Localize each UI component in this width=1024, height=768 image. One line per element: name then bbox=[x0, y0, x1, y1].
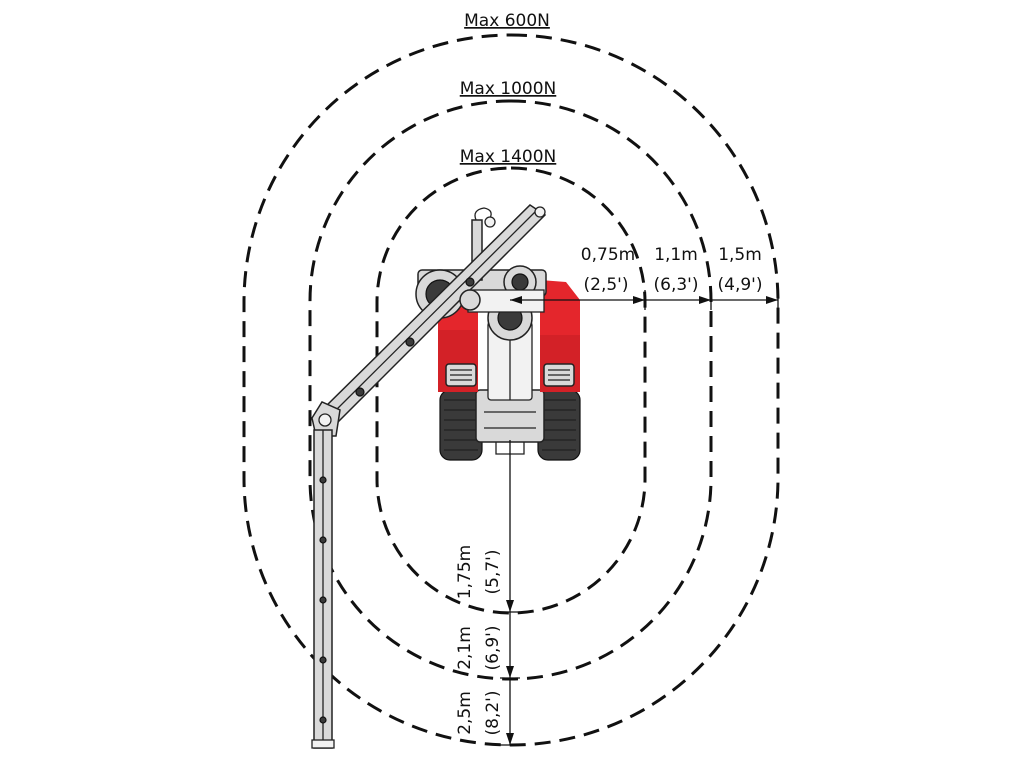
zone-600n-label: Max 600N bbox=[464, 11, 550, 31]
rear-dim-1-metric: 1,75m bbox=[455, 545, 475, 599]
side-dimension-lines bbox=[510, 290, 779, 310]
zone-1400n-outline bbox=[375, 166, 647, 615]
side-dim-1-metric: 0,75m bbox=[581, 245, 635, 265]
rear-dim-3-metric: 2,5m bbox=[455, 691, 475, 735]
side-dim-3-metric: 1,5m bbox=[718, 245, 762, 265]
rear-dimension-lines bbox=[500, 440, 520, 746]
rear-dim-1-imperial: (5,7') bbox=[483, 550, 503, 595]
rear-dim-2-metric: 2,1m bbox=[455, 626, 475, 670]
rear-dim-3-imperial: (8,2') bbox=[483, 691, 503, 736]
rear-dim-2-imperial: (6,9') bbox=[483, 626, 503, 671]
boom-arm bbox=[311, 204, 547, 749]
side-dim-2-metric: 1,1m bbox=[654, 245, 698, 265]
zone-1000n-label: Max 1000N bbox=[460, 79, 557, 99]
side-dim-1-imperial: (2,5') bbox=[584, 275, 629, 295]
zone-1400n-label: Max 1400N bbox=[460, 147, 557, 167]
side-dim-2-imperial: (6,3') bbox=[654, 275, 699, 295]
side-dim-3-imperial: (4,9') bbox=[718, 275, 763, 295]
